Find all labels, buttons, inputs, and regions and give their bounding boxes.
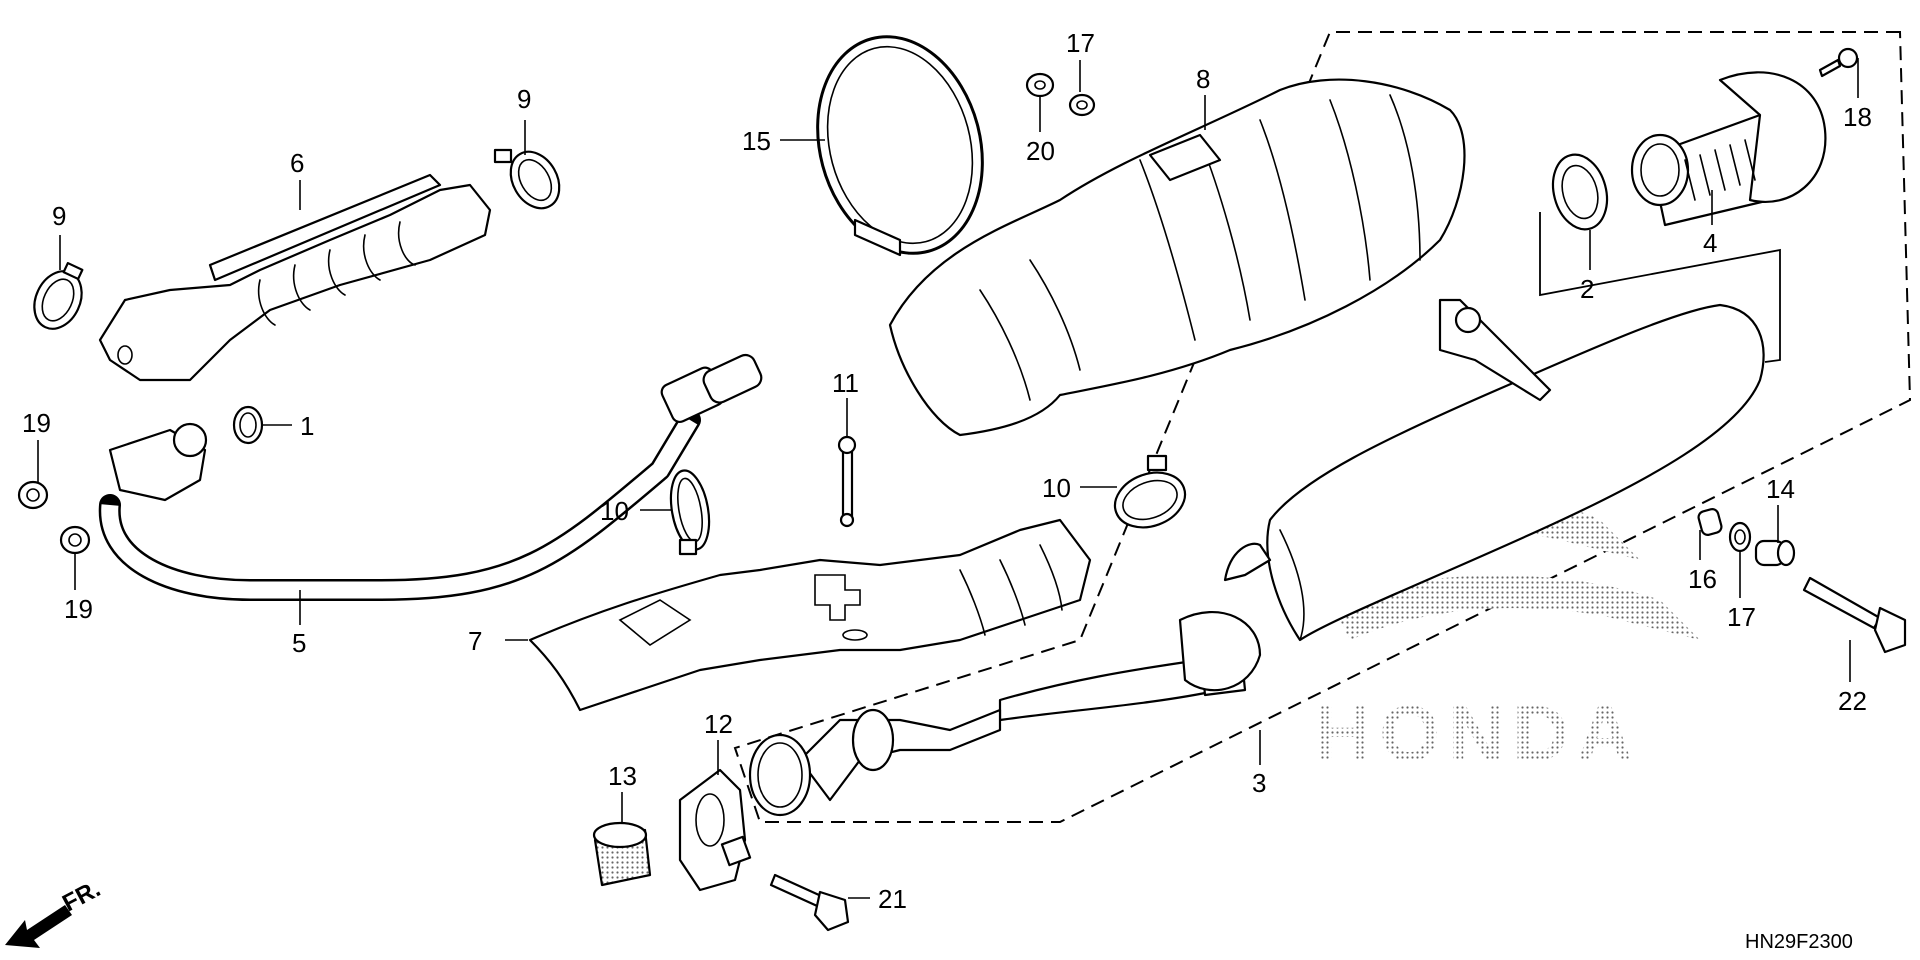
callout-15: 15: [742, 126, 771, 156]
callout-19-lower: 19: [64, 594, 93, 624]
hose-clamp-left: [33, 261, 84, 330]
hose-clamp-right: [493, 148, 561, 210]
callout-17-top: 17: [1066, 28, 1095, 58]
callout-9-left: 9: [52, 201, 66, 231]
front-arrow-icon: [5, 905, 72, 948]
callout-12: 12: [704, 709, 733, 739]
nut-top: [1068, 93, 1096, 117]
callout-22: 22: [1838, 686, 1867, 716]
callout-6: 6: [290, 148, 304, 178]
callout-17-lower: 17: [1727, 602, 1756, 632]
heat-shield-band: [816, 35, 984, 257]
callout-9-right: 9: [517, 84, 531, 114]
callout-3: 3: [1252, 768, 1266, 798]
callout-10-left: 10: [600, 496, 629, 526]
nut-17-lower: [1728, 521, 1752, 553]
stay: [837, 435, 857, 528]
spark-arrester: [1630, 71, 1827, 227]
washer-top: [1025, 72, 1055, 98]
band-clamp-right: [1113, 454, 1187, 529]
exhaust-pipe: [98, 353, 763, 601]
honda-logo-text: HONDA: [1315, 689, 1641, 777]
callout-4: 4: [1703, 228, 1717, 258]
callout-21: 21: [878, 884, 907, 914]
washer-14: [1754, 539, 1796, 567]
callout-7: 7: [468, 626, 482, 656]
callout-1: 1: [300, 411, 314, 441]
callout-10-right: 10: [1042, 473, 1071, 503]
callout-2: 2: [1580, 274, 1594, 304]
callout-5: 5: [292, 628, 306, 658]
diagram-code: HN29F2300: [1745, 931, 1853, 953]
callout-19-upper: 19: [22, 408, 51, 438]
bolt-21: [769, 873, 850, 932]
bolt-22: [1802, 576, 1907, 654]
arrester-gasket: [1551, 153, 1609, 231]
band-clamp-left: [669, 469, 711, 556]
callout-labels: 1 2 3 4 5 6 7 8 9 9 10 10 11 12 13 14 15…: [22, 28, 1872, 914]
flange-nut-lower: [59, 525, 91, 555]
callout-11: 11: [832, 368, 859, 398]
callout-18: 18: [1843, 102, 1872, 132]
leader-lines: [37, 58, 1859, 899]
callout-14: 14: [1766, 474, 1795, 504]
muffler-detail-bracket: [1539, 212, 1781, 363]
pipe-protector: [528, 518, 1092, 712]
assembly-outline: [733, 31, 1912, 823]
callout-16: 16: [1688, 564, 1717, 594]
front-heat-protector: [98, 173, 492, 382]
collar-13: [592, 821, 652, 887]
pipe-band-12: [678, 768, 752, 892]
front-direction-indicator: FR.: [5, 875, 105, 948]
bolt-18: [1818, 47, 1859, 78]
muffler-heat-shield: [888, 78, 1466, 437]
flange-nut-upper: [17, 480, 49, 510]
callout-13: 13: [608, 761, 637, 791]
callout-8: 8: [1196, 64, 1210, 94]
callout-20: 20: [1026, 136, 1055, 166]
muffler: [748, 298, 1765, 817]
collar-16: [1697, 508, 1723, 536]
